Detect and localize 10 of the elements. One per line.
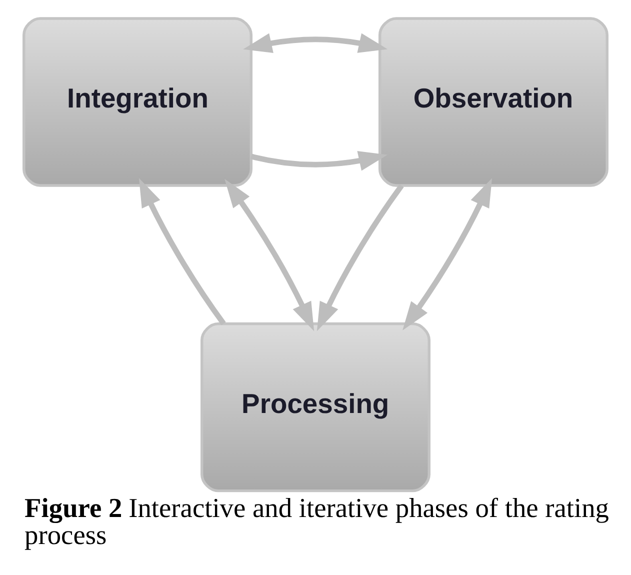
node-box: Integration [22, 17, 253, 187]
arrow [316, 184, 404, 332]
arrow [224, 178, 314, 332]
arrow [250, 151, 388, 171]
arrow [402, 178, 492, 330]
arrow [243, 33, 388, 53]
caption: Figure 2 Interactive and iterative phases of the rating process [24, 492, 609, 550]
node-box: Observation [378, 17, 608, 187]
node-box: Processing [200, 322, 430, 492]
arrow [138, 178, 226, 326]
